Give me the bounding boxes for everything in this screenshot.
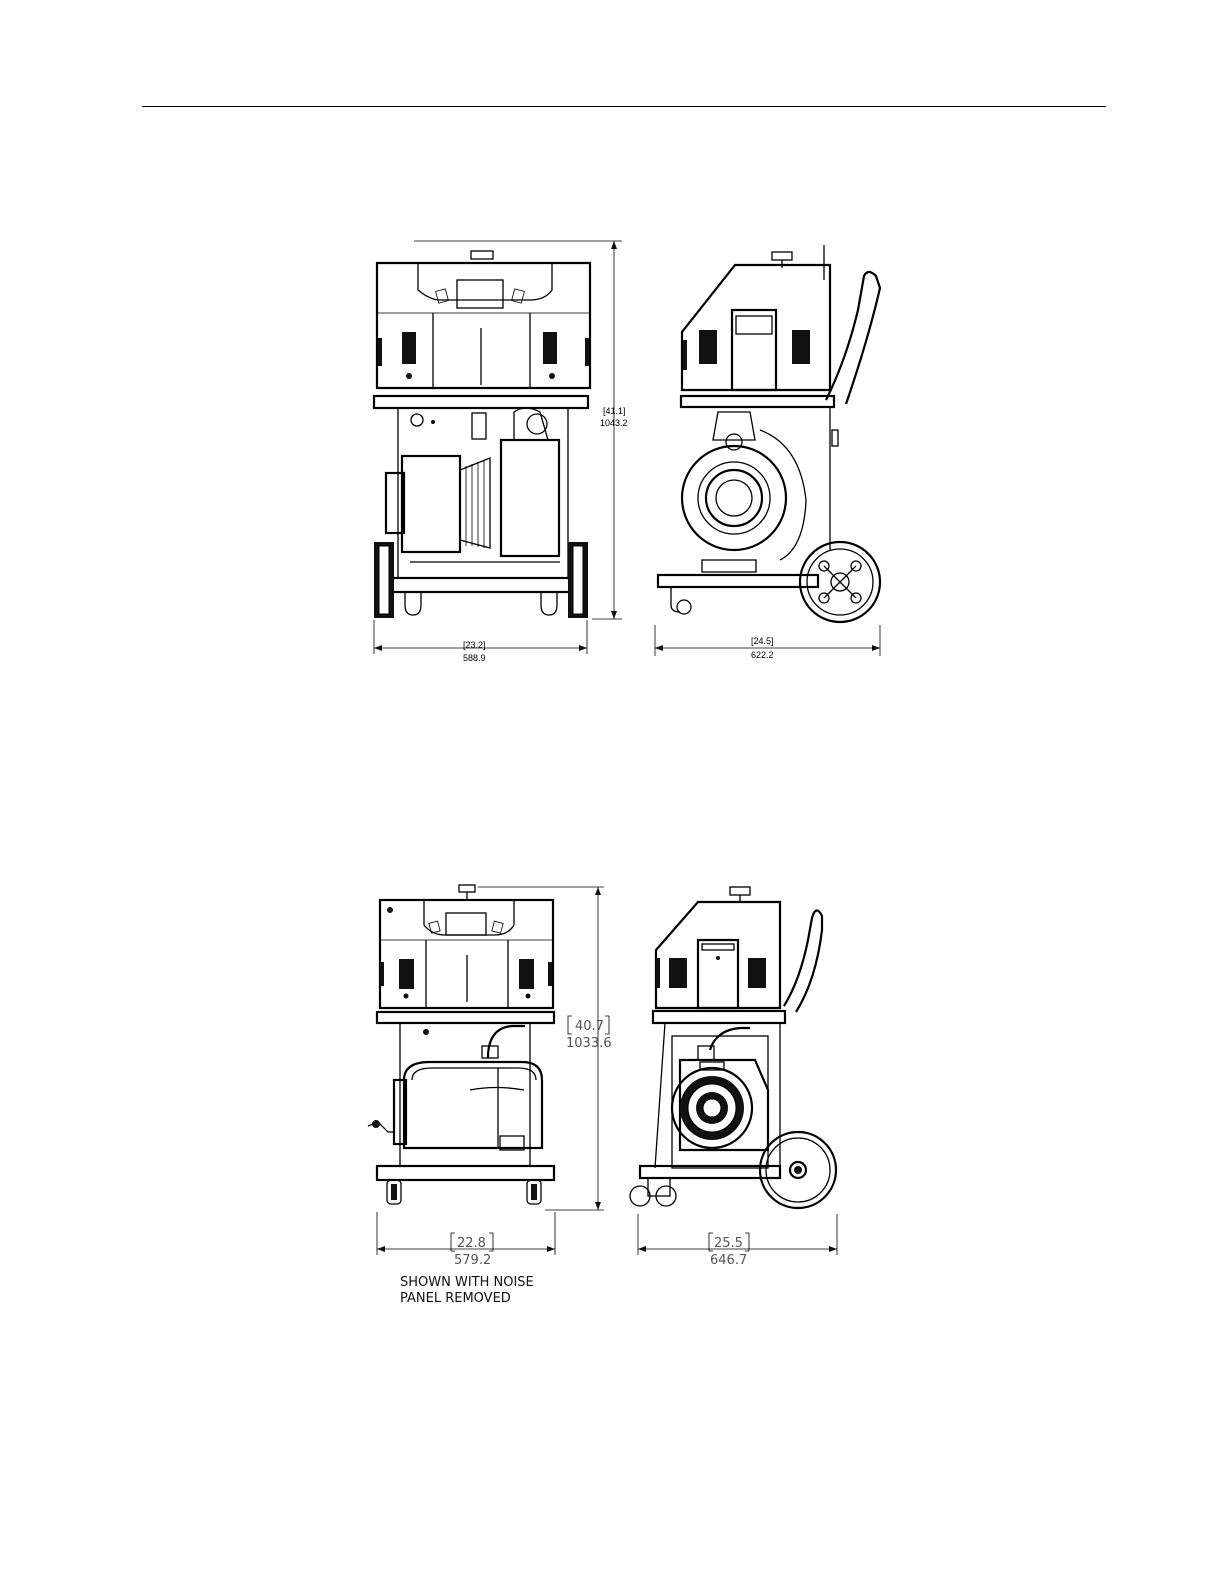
fig1-width-mm: 588.9 [463, 653, 486, 663]
noise-panel-note-line1: SHOWN WITH NOISE [400, 1275, 534, 1290]
fig2-depth-in: 25.5 [714, 1236, 743, 1251]
fig2-width-in: 22.8 [457, 1236, 486, 1251]
fig2-side-view [630, 887, 837, 1255]
fig1-height-in: [41.1] [603, 406, 626, 416]
fig1-width-in: [23.2] [463, 640, 486, 650]
fig1-depth-in: [24.5] [751, 636, 774, 646]
fig2-width-mm: 579.2 [454, 1253, 491, 1268]
fig2-depth-mm: 646.7 [710, 1253, 747, 1268]
noise-panel-note-line2: PANEL REMOVED [400, 1291, 511, 1306]
fig2-front-view [368, 885, 609, 1255]
fig1-front-view [374, 241, 622, 654]
fig2-height-mm: 1033.6 [566, 1036, 612, 1051]
fig1-depth-mm: 622.2 [751, 650, 774, 660]
fig2-height-in: 40.7 [575, 1019, 604, 1034]
fig1-side-view [655, 245, 880, 656]
fig1-height-mm: 1043.2 [600, 418, 628, 428]
